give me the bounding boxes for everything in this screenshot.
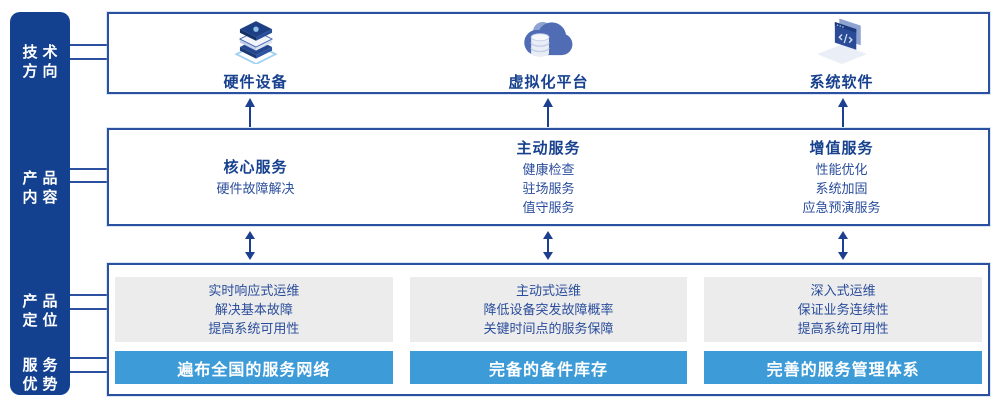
tech-item-label: 硬件设备 [223,74,288,91]
product-position-frame: 实时响应式运维 解决基本故障 提高系统可用性 遍布全国的服务网络 主动式运维 降… [107,263,990,396]
connector-line [70,181,108,183]
position-line: 关键时间点的服务保障 [483,321,614,337]
tech-item-virtualization: 虚拟化平台 [402,14,695,92]
sidebar-label-service-advantage: 服务 优势 [22,357,63,393]
service-line: 硬件故障解决 [216,180,295,196]
position-panel: 深入式运维 保证业务连续性 提高系统可用性 [704,277,983,343]
sidebar-label-product-content: 产品 内容 [22,170,63,206]
arrow-up-icon [541,98,555,127]
service-line: 值守服务 [522,199,575,215]
arrow-up-icon [243,98,257,127]
service-heading: 主动服务 [516,139,581,157]
position-line: 实时响应式运维 [208,283,300,299]
advantage-banner: 遍布全国的服务网络 [115,351,393,384]
service-col-proactive: 主动服务 健康检查 驻场服务 值守服务 [402,130,695,224]
service-col-core: 核心服务 硬件故障解决 [109,130,402,224]
position-panel: 实时响应式运维 解决基本故障 提高系统可用性 [115,277,393,343]
arrow-up-icon [836,98,850,127]
position-line: 深入式运维 [810,283,876,299]
service-col-value-added: 增值服务 性能优化 系统加固 应急预演服务 [695,130,988,224]
position-col-deep: 深入式运维 保证业务连续性 提高系统可用性 完善的服务管理体系 [704,277,983,384]
connector-line [70,308,108,310]
position-line: 提高系统可用性 [208,321,300,337]
service-heading: 核心服务 [223,158,288,176]
server-stack-icon [222,14,290,69]
tech-item-label: 虚拟化平台 [508,74,589,91]
arrow-updown-icon [836,231,850,260]
category-sidebar: 技术 方向 产品 内容 产品 定位 服务 优势 [10,12,70,395]
position-line: 保证业务连续性 [797,302,889,318]
cloud-database-icon [515,14,583,69]
advantage-banner: 完备的备件库存 [409,351,688,384]
connector-line [70,168,108,170]
connector-line [70,371,108,373]
service-heading: 增值服务 [809,139,874,157]
sidebar-label-product-position: 产品 定位 [22,293,63,329]
connector-line [70,44,108,46]
connector-line [70,58,108,60]
position-col-proactive: 主动式运维 降低设备突发故障概率 关键时间点的服务保障 完备的备件库存 [409,277,688,384]
service-line: 性能优化 [815,161,868,177]
arrow-updown-icon [541,231,555,260]
position-col-realtime: 实时响应式运维 解决基本故障 提高系统可用性 遍布全国的服务网络 [115,277,393,384]
tech-item-hardware: 硬件设备 [109,14,402,92]
tech-item-software: 系统软件 [695,14,988,92]
connector-line [70,294,108,296]
code-window-icon [808,14,876,69]
tech-item-label: 系统软件 [809,74,874,91]
position-line: 解决基本故障 [214,302,293,318]
position-line: 降低设备突发故障概率 [483,302,614,318]
position-panel: 主动式运维 降低设备突发故障概率 关键时间点的服务保障 [409,277,688,343]
sidebar-label-tech-direction: 技术 方向 [22,44,63,80]
product-content-frame: 核心服务 硬件故障解决 主动服务 健康检查 驻场服务 值守服务 增值服务 性能优… [107,128,990,226]
service-line: 应急预演服务 [802,199,881,215]
position-line: 提高系统可用性 [797,321,889,337]
service-line: 健康检查 [522,161,575,177]
arrow-updown-icon [243,231,257,260]
tech-direction-frame: 硬件设备 虚拟化平台 [107,12,990,94]
service-line: 驻场服务 [522,180,575,196]
service-line: 系统加固 [815,180,868,196]
connector-line [70,357,108,359]
advantage-banner: 完善的服务管理体系 [704,351,983,384]
position-line: 主动式运维 [516,283,582,299]
